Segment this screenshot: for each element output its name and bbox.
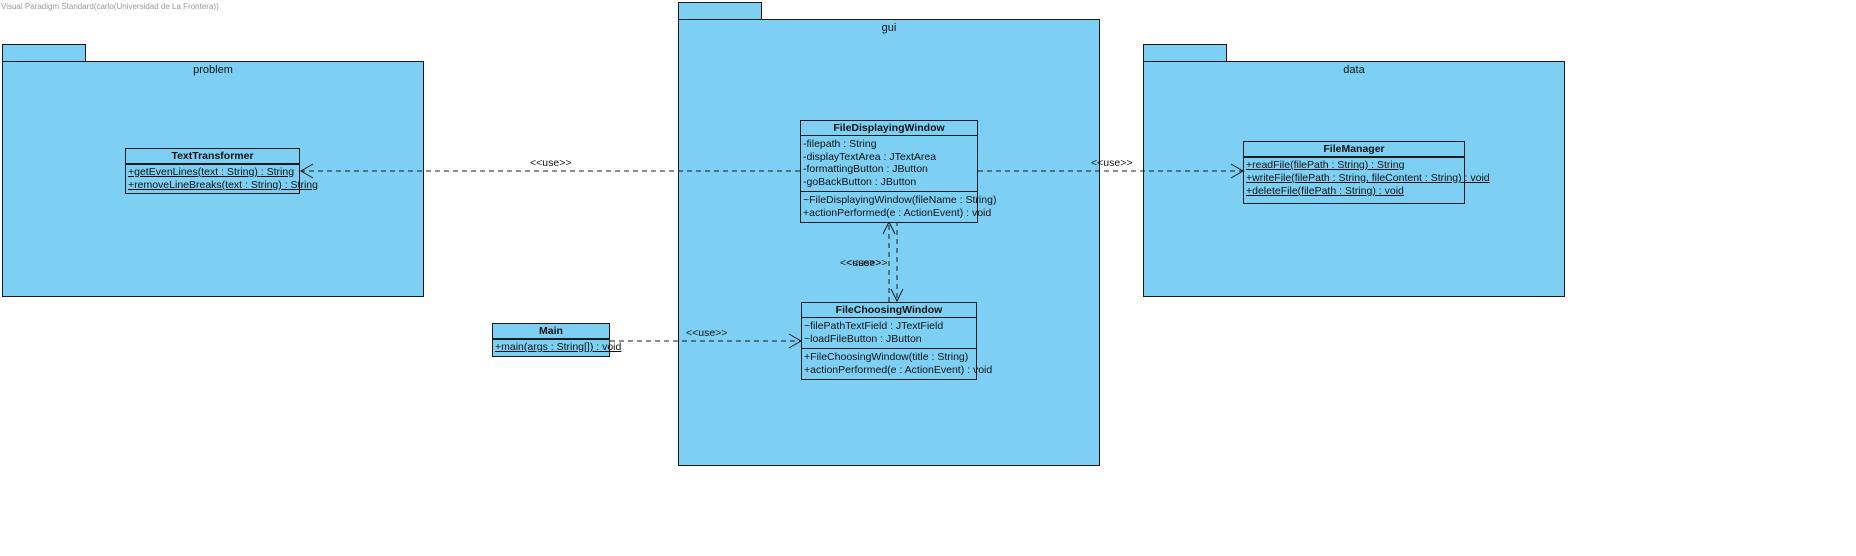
arrowhead-transformer [300,163,314,179]
class-name: FileDisplayingWindow [801,121,977,136]
attribute: ~loadFileButton : JButton [804,332,922,345]
operation: +FileChoosingWindow(title : String) [804,351,969,363]
attribute: -filepath : String [803,138,877,150]
operation: +actionPerformed(e : ActionEvent) : void [804,363,993,376]
operation: +writeFile(filePath : String, fileConten… [1246,172,1490,184]
stereotype-choosing-to-display: <<use>> [840,257,881,269]
stereotype-display-to-choosing: <<use>> [846,257,887,269]
package-problem-name: problem [193,64,233,76]
arrowhead-choosing-down [890,288,904,303]
class-file-displaying-window[interactable]: FileDisplayingWindow -filepath : String … [800,120,997,223]
operation: +main(args : String[]) : void [495,341,622,353]
stereotype-display-to-transformer: <<use>> [530,157,571,169]
class-file-choosing-window[interactable]: FileChoosingWindow ~filePathTextField : … [801,302,993,380]
operation: +getEvenLines(text : String) : String [128,166,295,178]
attribute: ~filePathTextField : JTextField [804,320,944,332]
attribute: -formattingButton : JButton [803,163,928,175]
operation: +removeLineBreaks(text : String) : Strin… [128,179,318,191]
operation: +actionPerformed(e : ActionEvent) : void [803,206,992,219]
class-main[interactable]: Main +main(args : String[]) : void [492,323,622,357]
class-name: Main [493,324,609,339]
stereotype-main-to-choosing: <<use>> [686,327,727,339]
class-name: FileChoosingWindow [802,303,976,318]
attribute: -goBackButton : JButton [803,175,917,188]
stereotype-display-to-manager: <<use>> [1091,157,1132,169]
operation: +deleteFile(filePath : String) : void [1246,185,1404,197]
operations-compartment: +FileChoosingWindow(title : String) +act… [802,349,993,379]
attributes-compartment: -filepath : String -displayTextArea : JT… [801,136,977,192]
attributes-compartment: ~filePathTextField : JTextField ~loadFil… [802,318,976,349]
package-gui[interactable]: gui [678,19,1100,466]
class-text-transformer[interactable]: TextTransformer +getEvenLines(text : Str… [125,148,318,194]
operations-compartment: ~FileDisplayingWindow(fileName : String)… [801,192,997,222]
operations-compartment: +main(args : String[]) : void [493,340,622,356]
operation: ~FileDisplayingWindow(fileName : String) [803,194,997,206]
operations-compartment: +readFile(filePath : String) : String +w… [1244,158,1490,203]
watermark-text: Visual Paradigm Standard(carlo(Universid… [1,2,219,11]
operations-compartment: +getEvenLines(text : String) : String +r… [126,165,318,193]
package-data-name: data [1343,64,1365,76]
operation: +readFile(filePath : String) : String [1246,159,1405,171]
package-gui-name: gui [881,22,897,34]
class-name: TextTransformer [126,149,299,164]
attributes-compartment [126,164,299,165]
attributes-compartment [1244,157,1464,158]
attribute: -displayTextArea : JTextArea [803,150,937,163]
attributes-compartment [493,339,609,340]
class-name: FileManager [1244,142,1464,157]
class-file-manager[interactable]: FileManager +readFile(filePath : String)… [1243,141,1490,204]
